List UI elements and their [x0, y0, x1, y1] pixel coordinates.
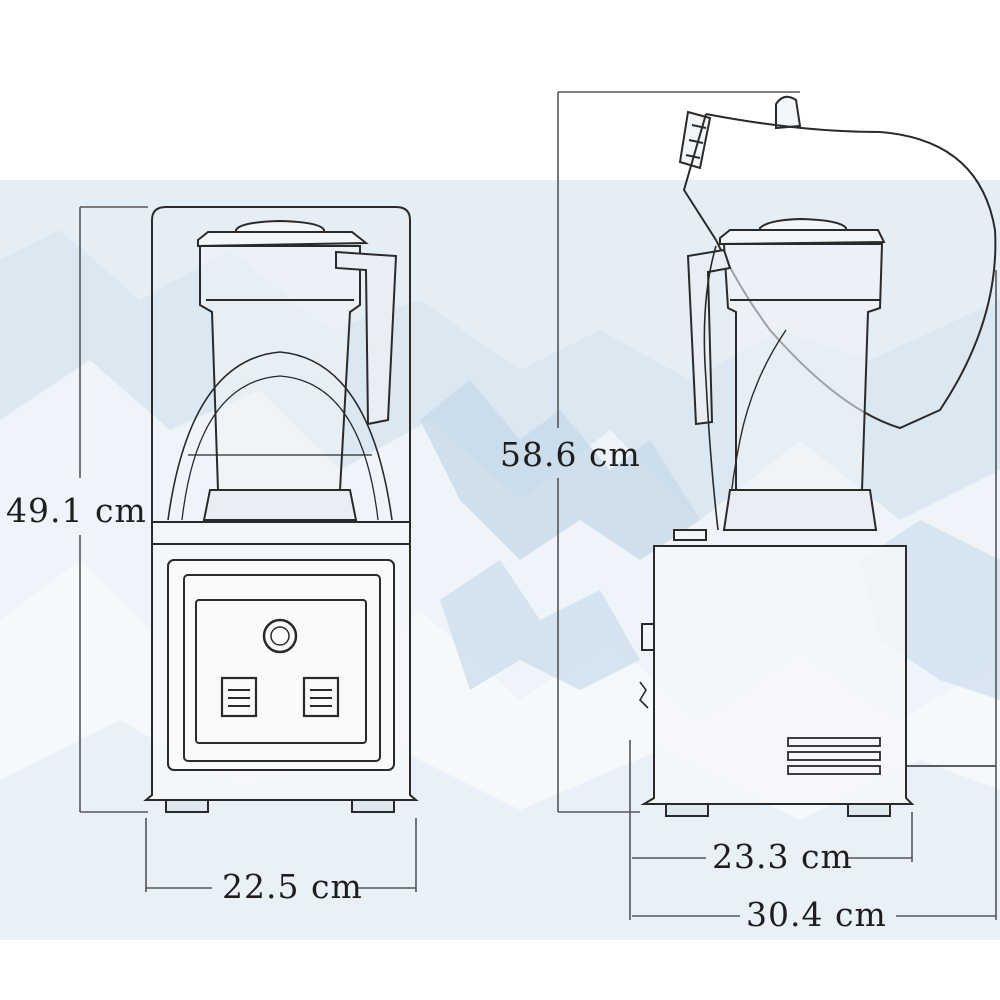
front-height-label: 49.1 cm — [6, 491, 147, 530]
front-dimension-lines — [79, 206, 417, 892]
front-view-blender — [143, 206, 419, 813]
side-dimension-lines — [557, 91, 997, 920]
base-depth-label: 23.3 cm — [712, 837, 853, 876]
overall-depth-label: 30.4 cm — [746, 895, 887, 934]
side-height-label: 58.6 cm — [500, 435, 641, 474]
front-width-label: 22.5 cm — [222, 867, 363, 906]
side-view-blender — [638, 95, 997, 817]
